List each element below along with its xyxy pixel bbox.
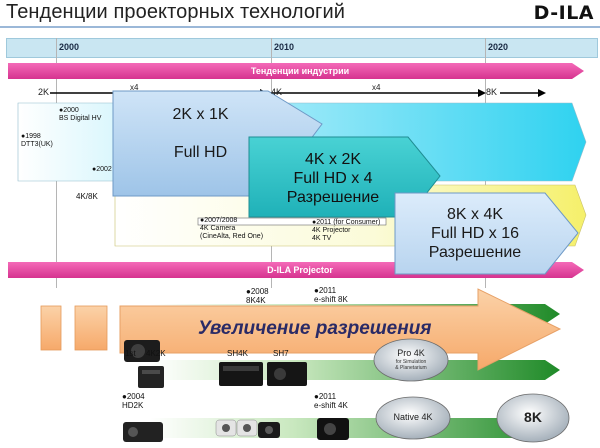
projector-image-sh7 — [267, 362, 307, 386]
scale-step-1: x4 — [130, 83, 139, 92]
projector-image-sh4k — [219, 362, 263, 386]
year-bar — [6, 38, 598, 58]
callout-8k — [394, 192, 579, 275]
track-upper-2 — [150, 360, 560, 380]
orange-box-1 — [40, 305, 62, 351]
native-4k-oval — [375, 396, 451, 440]
callout-8k-text: 8K x 4K Full HD x 16 Разрешение — [428, 206, 522, 261]
resolution-increase-label: Увеличение разрешения — [198, 318, 432, 339]
pro-4k-sublabel: for Simulation & Planetarium — [395, 359, 427, 371]
8k-label: 8K — [524, 409, 542, 425]
year-label-2010: 2010 — [274, 42, 295, 52]
note-4k-consumer: ●2011 (for Consumer) 4K Projector 4K TV — [312, 219, 381, 242]
dila-logo: D-ILA — [533, 2, 594, 24]
note-2008-8k4k: ●2008 8K4K — [246, 287, 269, 305]
industry-banner-label: Тенденции индустрии — [250, 66, 350, 76]
page-title: Тенденции проекторных технологий — [6, 1, 345, 23]
label-4k-8k: 4K/8K — [76, 192, 98, 201]
pro-4k-label: Pro 4K — [397, 348, 425, 358]
label-sh4k: SH4K — [227, 349, 248, 358]
label-4k2k: 4K2K — [146, 349, 166, 358]
dila-banner-label: D-ILA Projector — [267, 265, 333, 275]
note-2002: ●2002 — [92, 166, 112, 173]
industry-banner-arrow — [8, 63, 584, 79]
projector-image-eshift-4k — [317, 418, 349, 440]
scale-4k: 4K — [271, 87, 283, 97]
note-1998-dtt: ●1998 DTT3(UK) — [21, 133, 53, 148]
note-2000-bs-digital: ●2000 BS Digital HV — [59, 107, 102, 122]
note-2011-eshift-4k: ●2011 e-shift 4K — [314, 392, 348, 410]
scale-2k: 2K — [38, 87, 50, 97]
note-2004-hd2k: ●2004 HD2K — [122, 392, 145, 410]
projector-image-consumer — [215, 419, 280, 438]
title-divider — [0, 26, 600, 28]
note-4k-camera: ●2007/2008 4K Camera (CineAlta, Red One) — [200, 217, 264, 240]
projector-image-4k2k — [138, 366, 164, 388]
label-1st: 1st — [125, 349, 136, 358]
projector-image-1st — [124, 340, 160, 362]
callout-2k-text: 2K x 1K Full HD — [172, 106, 229, 161]
pro-4k-oval — [373, 338, 449, 382]
projector-image-hd2k — [123, 422, 163, 442]
8k-oval — [496, 393, 570, 443]
native-4k-label: Native 4K — [393, 412, 433, 422]
label-sh7: SH7 — [273, 349, 289, 358]
year-label-2000: 2000 — [59, 42, 80, 52]
note-2011-eshift-8k: ●2011 e-shift 8K — [314, 286, 348, 304]
scale-8k: 8K — [486, 87, 498, 97]
scale-step-2: x4 — [372, 83, 381, 92]
resolution-increase-arrow — [119, 288, 562, 371]
year-label-2020: 2020 — [488, 42, 509, 52]
callout-4k-text: 4K x 2K Full HD x 4 Разрешение — [286, 151, 380, 206]
orange-box-2 — [74, 305, 108, 351]
